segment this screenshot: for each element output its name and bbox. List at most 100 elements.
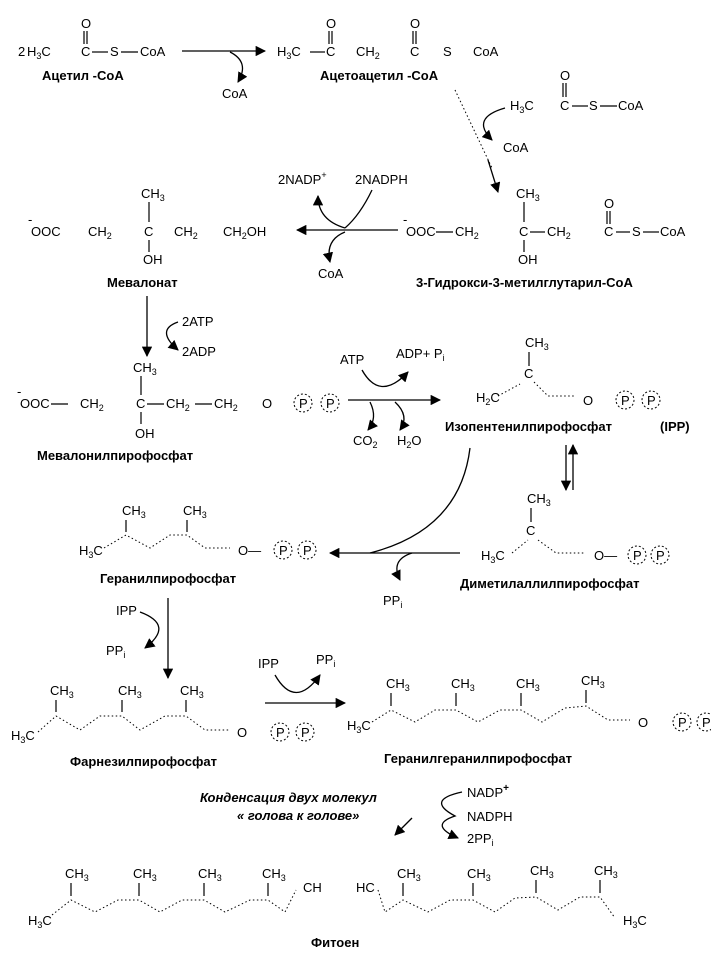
two-ppi: 2PPi — [467, 831, 494, 848]
ch3-group-8: CH3 — [594, 863, 618, 880]
arrow-ipp-ppi-2 — [274, 674, 321, 693]
carbonyl-o-1: O — [326, 16, 336, 31]
arrow-ipp-ppi-1 — [139, 611, 160, 649]
carbonyl-o-2: O — [410, 16, 420, 31]
ppi-3: PPi — [316, 652, 335, 669]
c-text: C — [41, 44, 50, 59]
central-c: C — [136, 396, 145, 411]
ch3-group: CH3 — [133, 360, 157, 377]
carbon-c: C — [604, 224, 613, 239]
ch3-group-1: CH3 — [386, 676, 410, 693]
phosphate-p1: P — [621, 393, 630, 408]
arrow-coa-release-2 — [481, 107, 506, 141]
ch2-group-1: CH2 — [455, 224, 479, 241]
ch3-group-6: CH3 — [467, 866, 491, 883]
dotted-path-hmg-synthase — [454, 89, 493, 169]
ch2-group-2: CH2 — [174, 224, 198, 241]
arrow-nadp-out — [312, 194, 346, 229]
arrow-coa-out — [322, 231, 346, 264]
carbon-c: C — [526, 523, 535, 538]
h3c-label: H3C — [481, 548, 505, 565]
sulfur-s: S — [589, 98, 598, 113]
ester-o: O— — [238, 543, 261, 558]
mevalonate-structure: - OOC CH2 CH3 C OH CH2 CH2OH Мевалонат — [28, 186, 266, 290]
farnesyl-pp-structure: CH3 CH3 CH3 H3C O P P Фарнезилпирофосфат — [11, 683, 315, 769]
h2o: H2O — [397, 433, 422, 450]
sulfur-s: S — [632, 224, 641, 239]
sulfur-s: S — [443, 44, 452, 59]
phosphate-p1: P — [633, 548, 642, 563]
carbon-c-1: C — [326, 44, 335, 59]
dmapp-structure: CH3 C H3C O— P P Диметилаллилпирофосфат — [460, 491, 670, 591]
ooc-group: OOC — [31, 224, 61, 239]
carbon-c: C — [524, 366, 533, 381]
arrow-ppi-release-1 — [391, 552, 413, 581]
ipp-input-1: IPP — [116, 603, 137, 618]
condensation-note-line2: « голова к голове» — [237, 808, 359, 823]
phytoene-structure: CH3 CH3 CH3 CH3 CH3 CH3 CH3 CH3 CH HC H3… — [28, 863, 647, 950]
ipp-label: Изопентенилпирофосфат — [445, 419, 612, 434]
nadp-plus-2: NADP+ — [467, 783, 509, 800]
coa-byproduct-1: CoA — [222, 86, 248, 101]
hmg-coa-structure: - OOC CH2 CH3 C OH CH2 O C S CoA 3-Гидро… — [403, 186, 686, 290]
second-acetyl-coa: H3C O C S CoA — [510, 68, 644, 115]
geranylgeranyl-pp-structure: CH3 CH3 CH3 CH3 H3C O P P Геранилгеранил… — [347, 673, 711, 766]
ooc-group: OOC — [406, 224, 436, 239]
ch3-group-3: CH3 — [516, 676, 540, 693]
arrow-atp-adp-1 — [165, 321, 179, 351]
oh-group: OH — [135, 426, 155, 441]
ch3-group: CH3 — [527, 491, 551, 508]
ester-o: O — [583, 393, 593, 408]
acetyl-coa-structure: 2 H3C O C S CoA Ацетил -CoA — [18, 16, 166, 83]
ch3-group: CH3 — [516, 186, 540, 203]
ipp-input-2: IPP — [258, 656, 279, 671]
ch3-group: CH3 — [525, 335, 549, 352]
acetoacetyl-coa-label: Ацетоацетил -CoA — [320, 68, 439, 83]
minus-sign: - — [403, 212, 407, 227]
nadph-2: NADPH — [467, 809, 513, 824]
atp: ATP — [340, 352, 364, 367]
carbon-c-2: C — [410, 44, 419, 59]
h3c-label: H3C — [79, 543, 103, 560]
ch2-group-2: CH2 — [547, 224, 571, 241]
ipp-abbr: (IPP) — [660, 419, 690, 434]
mevalonyl-pp-label: Мевалонилпирофосфат — [37, 448, 193, 463]
ester-o: O — [262, 396, 272, 411]
acetyl-coa-label: Ацетил -CoA — [42, 68, 124, 83]
ppi-2: PPi — [106, 643, 125, 660]
ch3-group-3: CH3 — [180, 683, 204, 700]
adp-pi: ADP+ Pi — [396, 346, 445, 363]
h3c-label: H3C — [277, 44, 301, 61]
ch3-group-1: CH3 — [65, 866, 89, 883]
phosphate-p2: P — [326, 396, 335, 411]
h2c-group: H2C — [476, 390, 500, 407]
ch3-group: CH3 — [141, 186, 165, 203]
central-c: C — [144, 224, 153, 239]
arrow-coa-release-1 — [229, 51, 248, 83]
condensation-note-line1: Конденсация двух молекул — [200, 790, 377, 805]
ester-o: O — [638, 715, 648, 730]
sulfur-s: S — [110, 44, 119, 59]
minus-sign: - — [17, 384, 21, 399]
phosphate-p2: P — [301, 725, 310, 740]
ch3-group-7: CH3 — [530, 863, 554, 880]
h3c-label: H3C — [11, 728, 35, 745]
ch2-group-1: CH2 — [88, 224, 112, 241]
coa-text: CoA — [473, 44, 499, 59]
h3c-label: H3C — [347, 718, 371, 735]
ch3-group-4: CH3 — [581, 673, 605, 690]
coa-text: CoA — [618, 98, 644, 113]
ch3-group-1: CH3 — [122, 503, 146, 520]
arrow-co2-release — [367, 401, 378, 431]
ch3-group-2: CH3 — [183, 503, 207, 520]
oh-group: OH — [143, 252, 163, 267]
ch3-group-1: CH3 — [50, 683, 74, 700]
phytoene-label: Фитоен — [311, 935, 359, 950]
carbon-c: C — [81, 44, 90, 59]
ch3-group-2: CH3 — [118, 683, 142, 700]
two-adp: 2ADP — [182, 344, 216, 359]
oh-group: OH — [518, 252, 538, 267]
h3c-label: H3C — [510, 98, 534, 115]
nadp-plus: 2NADP+ — [278, 170, 327, 187]
